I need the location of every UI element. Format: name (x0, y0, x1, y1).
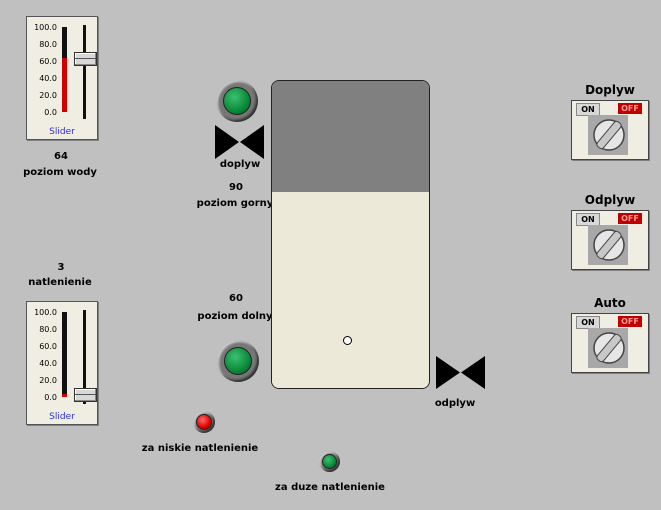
slider-rail[interactable] (83, 310, 86, 404)
level-bar (62, 27, 67, 112)
water-level-slider[interactable]: 100.0 80.0 60.0 40.0 20.0 0.0 Slider (26, 16, 98, 140)
upper-level-value: 90 (229, 182, 243, 193)
lamp-core (224, 347, 252, 375)
slider-scale: 100.0 80.0 60.0 40.0 20.0 0.0 (27, 302, 63, 402)
inlet-label: doplyw (219, 159, 261, 170)
inlet-switch-title: Doplyw (585, 83, 635, 97)
level-bar (62, 312, 67, 397)
low-aeration-label: za niskie natlenienie (141, 443, 259, 454)
tick-label: 20.0 (39, 376, 57, 385)
water-level-label: poziom wody (23, 167, 97, 178)
slider-caption: Slider (49, 412, 75, 422)
auto-switch[interactable]: ON OFF (571, 313, 649, 373)
lower-level-label: poziom dolny (197, 311, 273, 322)
water-tank (271, 80, 430, 389)
switch-off-label[interactable]: OFF (618, 213, 642, 224)
water-level-value: 64 (54, 151, 68, 162)
lamp-core (196, 414, 212, 430)
tank-water (272, 192, 429, 388)
level-bar-fill (62, 57, 67, 112)
lamp-core (322, 454, 337, 469)
tick-label: 20.0 (39, 91, 57, 100)
tick-label: 0.0 (44, 108, 57, 117)
slider-scale: 100.0 80.0 60.0 40.0 20.0 0.0 (27, 17, 63, 117)
slider-caption: Slider (49, 127, 75, 137)
tick-label: 40.0 (39, 359, 57, 368)
tick-label: 0.0 (44, 393, 57, 402)
inlet-valve-icon[interactable] (215, 125, 264, 159)
switch-off-label[interactable]: OFF (618, 103, 642, 114)
switch-off-label[interactable]: OFF (618, 316, 642, 327)
level-bar-fill (62, 394, 67, 397)
tick-label: 100.0 (34, 308, 57, 317)
switch-on-label[interactable]: ON (576, 103, 600, 116)
upper-level-label: poziom gorny (196, 198, 274, 209)
slider-thumb[interactable] (74, 51, 97, 66)
tick-label: 80.0 (39, 325, 57, 334)
tick-label: 60.0 (39, 342, 57, 351)
auto-switch-title: Auto (594, 296, 626, 310)
aeration-bubble-icon (343, 336, 352, 345)
inlet-lamp (216, 80, 258, 122)
outlet-label: odplyw (434, 398, 476, 409)
outlet-valve-icon[interactable] (436, 356, 485, 389)
outlet-switch-title: Odplyw (584, 193, 636, 207)
inlet-switch[interactable]: ON OFF (571, 100, 649, 160)
tick-label: 80.0 (39, 40, 57, 49)
low-aeration-lamp (193, 411, 215, 433)
slider-thumb[interactable] (74, 388, 97, 403)
rotary-knob-icon[interactable] (588, 328, 628, 368)
tick-label: 100.0 (34, 23, 57, 32)
outlet-lamp (217, 340, 259, 382)
rotary-knob-icon[interactable] (588, 115, 628, 155)
high-aeration-label: za duze natlenienie (275, 482, 385, 493)
outlet-switch[interactable]: ON OFF (571, 210, 649, 270)
rotary-knob-icon[interactable] (588, 225, 628, 265)
aeration-slider[interactable]: 100.0 80.0 60.0 40.0 20.0 0.0 Slider (26, 301, 98, 425)
tick-label: 60.0 (39, 57, 57, 66)
lower-level-value: 60 (229, 293, 243, 304)
lamp-core (223, 87, 251, 115)
aeration-value: 3 (57, 262, 65, 273)
tick-label: 40.0 (39, 74, 57, 83)
tank-empty-space (272, 81, 429, 192)
high-aeration-lamp (319, 451, 340, 472)
slider-rail[interactable] (83, 25, 86, 119)
aeration-label: natlenienie (28, 277, 92, 288)
